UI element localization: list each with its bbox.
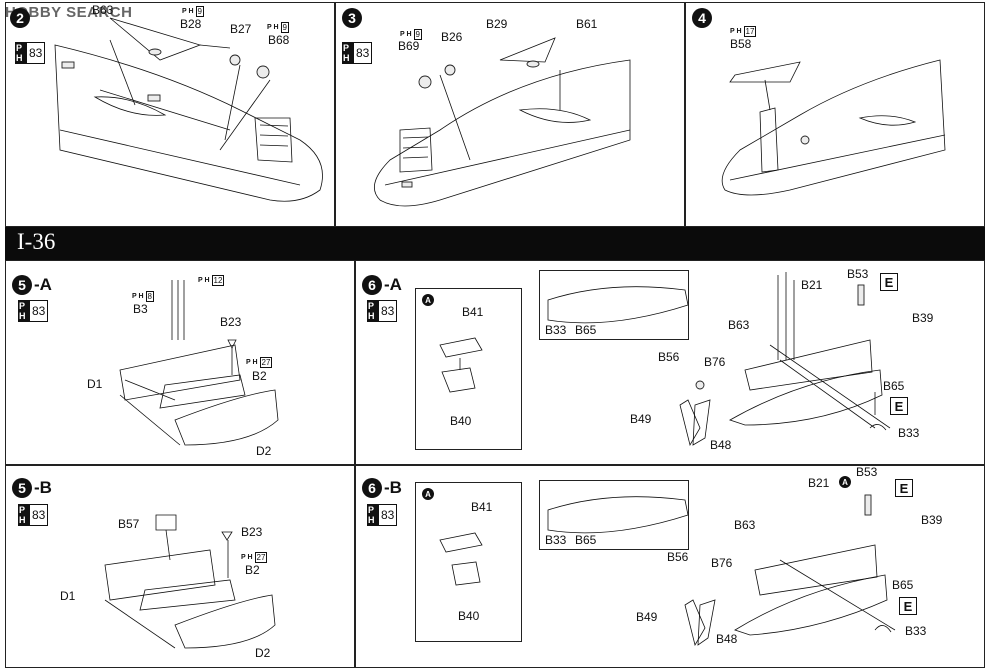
- label-b48-b: B48: [716, 632, 738, 646]
- step-4-panel: [685, 2, 985, 227]
- label-b63-b: B63: [734, 518, 756, 532]
- e-icon-b: E: [895, 479, 913, 497]
- label-b3: B3: [133, 302, 148, 316]
- step-6a-deck-inset: [539, 270, 689, 340]
- label-b39: B39: [912, 311, 934, 325]
- label-b68: B68: [268, 33, 290, 47]
- sub-a-marker: A: [422, 294, 434, 306]
- label-b58: B58: [730, 37, 752, 51]
- label-b33: B33: [898, 426, 920, 440]
- label-b56-b: B56: [667, 550, 689, 564]
- label-b76: B76: [704, 355, 726, 369]
- label-d1-b: D1: [60, 589, 76, 603]
- step-3-panel: [335, 2, 685, 227]
- label-b65: B65: [883, 379, 905, 393]
- label-b41-b: B41: [471, 500, 493, 514]
- label-d2: D2: [256, 444, 272, 458]
- step-3-marker: 3: [342, 8, 362, 28]
- label-b40-b: B40: [458, 609, 480, 623]
- label-b76-b: B76: [711, 556, 733, 570]
- label-d1: D1: [87, 377, 103, 391]
- label-b41: B41: [462, 305, 484, 319]
- label-b26: B26: [441, 30, 463, 44]
- label-b65-inset-b: B65: [575, 533, 597, 547]
- label-b21: B21: [801, 278, 823, 292]
- label-b27: B27: [230, 22, 252, 36]
- section-title: I-36: [17, 229, 56, 254]
- label-b33-inset-b: B33: [545, 533, 567, 547]
- label-b53-b: B53: [856, 465, 878, 479]
- label-b63: B63: [728, 318, 750, 332]
- label-d2-b: D2: [255, 646, 271, 660]
- step-6a-detail-box: [415, 288, 522, 450]
- sub-a-marker-c: A: [839, 476, 851, 488]
- step-6b-detail-box: [415, 482, 522, 642]
- label-b2-b: B2: [245, 563, 260, 577]
- label-b28: B28: [180, 17, 202, 31]
- label-b49: B49: [630, 412, 652, 426]
- step-6b-marker: 6-B: [362, 478, 402, 498]
- label-b69: B69: [398, 39, 420, 53]
- label-b23-b: B23: [241, 525, 263, 539]
- step-6a-marker: 6-A: [362, 275, 402, 295]
- label-b48: B48: [710, 438, 732, 452]
- label-b39-b: B39: [921, 513, 943, 527]
- label-b29: B29: [486, 17, 508, 31]
- label-b49-b: B49: [636, 610, 658, 624]
- step-5a-panel: [5, 260, 355, 465]
- label-b65-inset: B65: [575, 323, 597, 337]
- e-icon: E: [880, 273, 898, 291]
- label-b63: B63: [92, 3, 114, 17]
- label-b21-b: B21: [808, 476, 830, 490]
- step-5a-marker: 5-A: [12, 275, 52, 295]
- label-b57: B57: [118, 517, 140, 531]
- sub-a-marker-b: A: [422, 488, 434, 500]
- e-icon-2: E: [890, 397, 908, 415]
- label-b53: B53: [847, 267, 869, 281]
- step-5b-marker: 5-B: [12, 478, 52, 498]
- step-5b-panel: [5, 465, 355, 668]
- label-b56: B56: [658, 350, 680, 364]
- label-b33-b: B33: [905, 624, 927, 638]
- label-b40: B40: [450, 414, 472, 428]
- step-6b-deck-inset: [539, 480, 689, 550]
- label-b61: B61: [576, 17, 598, 31]
- step-2-marker: 2: [10, 8, 30, 28]
- section-header-bar: I-36: [5, 227, 985, 260]
- label-b23: B23: [220, 315, 242, 329]
- step-4-marker: 4: [692, 8, 712, 28]
- label-b2: B2: [252, 369, 267, 383]
- e-icon-b-2: E: [899, 597, 917, 615]
- step-2-panel: [5, 2, 335, 227]
- watermark: HOBBY SEARCH: [5, 4, 133, 21]
- label-b33-inset: B33: [545, 323, 567, 337]
- label-b65-b: B65: [892, 578, 914, 592]
